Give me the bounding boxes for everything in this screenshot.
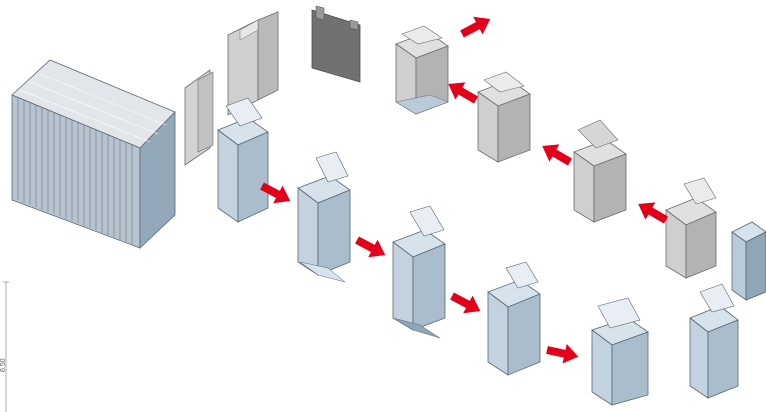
carton-blue-1 (217, 97, 269, 223)
carton-grey-3 (477, 71, 531, 163)
side-margin-label: 6.50 (0, 358, 7, 372)
carton-blue-4 (487, 261, 541, 376)
arrow-6 (537, 137, 575, 171)
carton-blue-6 (689, 283, 739, 399)
dimension-line (3, 281, 9, 412)
blank-unfold-2 (311, 5, 361, 83)
carton-grey-4 (395, 25, 449, 115)
carton-blue-5 (591, 297, 649, 406)
arrow-8 (457, 10, 495, 43)
arrow-2 (352, 231, 390, 264)
arrow-3 (447, 287, 485, 320)
arrow-4 (544, 340, 581, 367)
arrow-7 (443, 75, 481, 109)
carton-blue-2 (297, 151, 351, 283)
carton-grey-1 (665, 177, 717, 279)
arrow-5 (633, 195, 671, 229)
carton-blue-7 (731, 221, 766, 301)
carton-blue-3 (392, 205, 446, 339)
carton-grey-2 (573, 119, 627, 223)
folded-blank (184, 69, 214, 166)
blank-unfold-1 (227, 11, 279, 116)
blank-stack (11, 59, 176, 249)
